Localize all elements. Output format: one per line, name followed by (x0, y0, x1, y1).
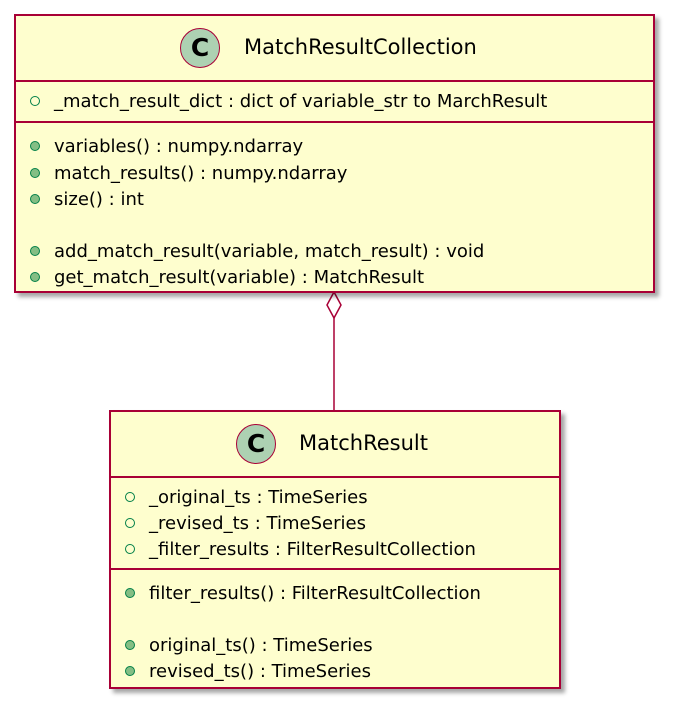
method-text: revised_ts() : TimeSeries (149, 660, 372, 682)
public-method-icon (125, 588, 135, 598)
field-item: _revised_ts : TimeSeries (125, 510, 366, 536)
public-method-icon (125, 640, 135, 650)
class-match-result[interactable]: C MatchResult _original_ts : TimeSeries … (109, 410, 561, 689)
field-item: _match_result_dict : dict of variable_st… (30, 88, 547, 114)
field-text: _original_ts : TimeSeries (149, 486, 368, 508)
field-text: _revised_ts : TimeSeries (149, 512, 366, 534)
method-text: original_ts() : TimeSeries (149, 634, 373, 656)
method-item: get_match_result(variable) : MatchResult (30, 264, 424, 290)
field-text: _match_result_dict : dict of variable_st… (54, 90, 548, 112)
public-method-icon (30, 141, 40, 151)
field-text: _filter_results : FilterResultCollection (149, 538, 476, 560)
methods-section: variables() : numpy.ndarray match_result… (16, 123, 653, 293)
public-method-icon (30, 168, 40, 178)
method-item: original_ts() : TimeSeries (125, 632, 373, 658)
class-c-icon: C (180, 28, 220, 68)
field-item: _original_ts : TimeSeries (125, 484, 368, 510)
public-method-icon (30, 272, 40, 282)
method-item: add_match_result(variable, match_result)… (30, 238, 484, 264)
method-text: match_results() : numpy.ndarray (54, 162, 348, 184)
field-item: _filter_results : FilterResultCollection (125, 536, 476, 562)
public-field-icon (125, 492, 135, 502)
public-field-icon (125, 518, 135, 528)
class-name: MatchResult (299, 431, 428, 455)
public-method-icon (30, 194, 40, 204)
method-item: revised_ts() : TimeSeries (125, 658, 371, 684)
aggregation-diamond-icon (326, 290, 342, 320)
class-header: C MatchResult (111, 412, 559, 478)
class-c-icon: C (236, 424, 276, 464)
class-name: MatchResultCollection (244, 35, 477, 59)
class-header: C MatchResultCollection (16, 16, 653, 82)
method-item: match_results() : numpy.ndarray (30, 160, 347, 186)
method-text: get_match_result(variable) : MatchResult (54, 266, 425, 288)
public-method-icon (125, 666, 135, 676)
method-text: filter_results() : FilterResultCollectio… (149, 582, 481, 604)
method-text: add_match_result(variable, match_result)… (54, 240, 485, 262)
public-field-icon (125, 544, 135, 554)
method-text: size() : int (54, 188, 144, 210)
method-item: variables() : numpy.ndarray (30, 133, 303, 159)
method-text: variables() : numpy.ndarray (54, 135, 304, 157)
fields-section: _original_ts : TimeSeries _revised_ts : … (111, 478, 559, 570)
class-match-result-collection[interactable]: C MatchResultCollection _match_result_di… (14, 14, 655, 293)
methods-section: filter_results() : FilterResultCollectio… (111, 570, 559, 689)
public-field-icon (30, 96, 40, 106)
method-item: filter_results() : FilterResultCollectio… (125, 580, 481, 606)
public-method-icon (30, 246, 40, 256)
fields-section: _match_result_dict : dict of variable_st… (16, 82, 653, 123)
method-item: size() : int (30, 186, 144, 212)
